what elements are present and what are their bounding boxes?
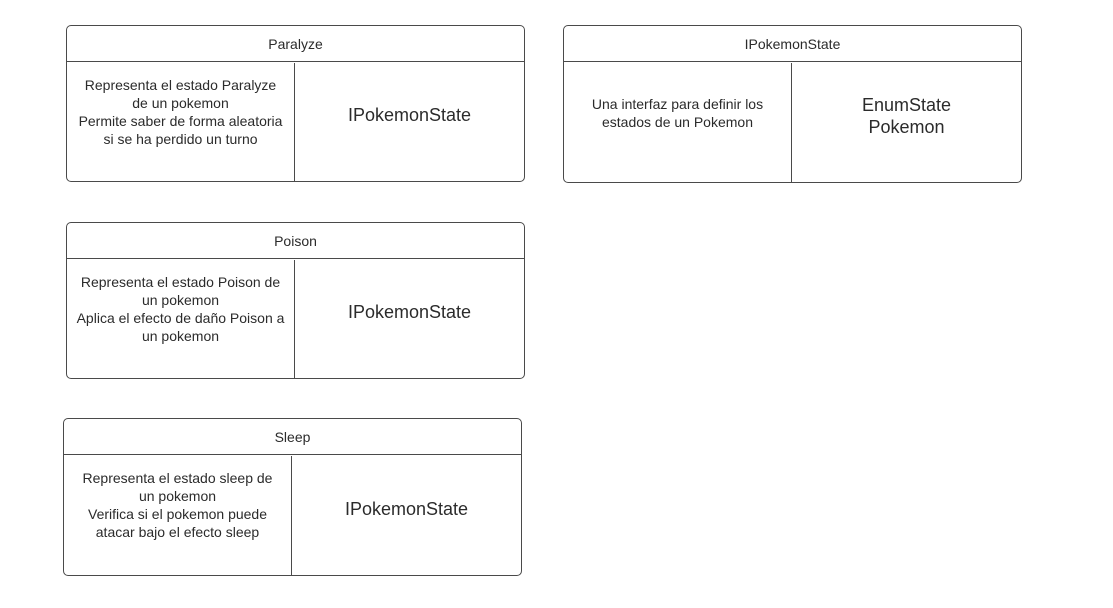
card-attribute-cell: IPokemonState: [295, 260, 524, 378]
card-title: Paralyze: [67, 26, 524, 62]
card-description: Representa el estado Poison de un pokemo…: [76, 274, 285, 344]
card-description: Representa el estado Paralyze de un poke…: [78, 77, 283, 147]
class-card-poison[interactable]: Poison Representa el estado Poison de un…: [66, 222, 525, 379]
class-card-ipokemonstate[interactable]: IPokemonState Una interfaz para definir …: [563, 25, 1022, 183]
card-attribute: IPokemonState: [347, 105, 472, 125]
card-description-cell: Representa el estado Paralyze de un poke…: [67, 63, 295, 181]
card-description-cell: Una interfaz para definir los estados de…: [564, 63, 792, 182]
class-card-paralyze[interactable]: Paralyze Representa el estado Paralyze d…: [66, 25, 525, 182]
card-description-cell: Representa el estado Poison de un pokemo…: [67, 260, 295, 378]
class-card-sleep[interactable]: Sleep Representa el estado sleep de un p…: [63, 418, 522, 576]
card-description: Una interfaz para definir los estados de…: [591, 96, 764, 130]
card-attribute: IPokemonState: [347, 302, 472, 322]
card-attribute: EnumState Pokemon: [861, 94, 952, 137]
card-title: Poison: [67, 223, 524, 259]
card-title: IPokemonState: [564, 26, 1021, 62]
card-title: Sleep: [64, 419, 521, 455]
card-attribute-cell: IPokemonState: [295, 63, 524, 181]
card-attribute-cell: EnumState Pokemon: [792, 63, 1021, 182]
card-attribute: IPokemonState: [344, 498, 469, 519]
card-attribute-cell: IPokemonState: [292, 456, 521, 575]
card-description: Representa el estado sleep de un pokemon…: [82, 470, 273, 540]
card-description-cell: Representa el estado sleep de un pokemon…: [64, 456, 292, 575]
